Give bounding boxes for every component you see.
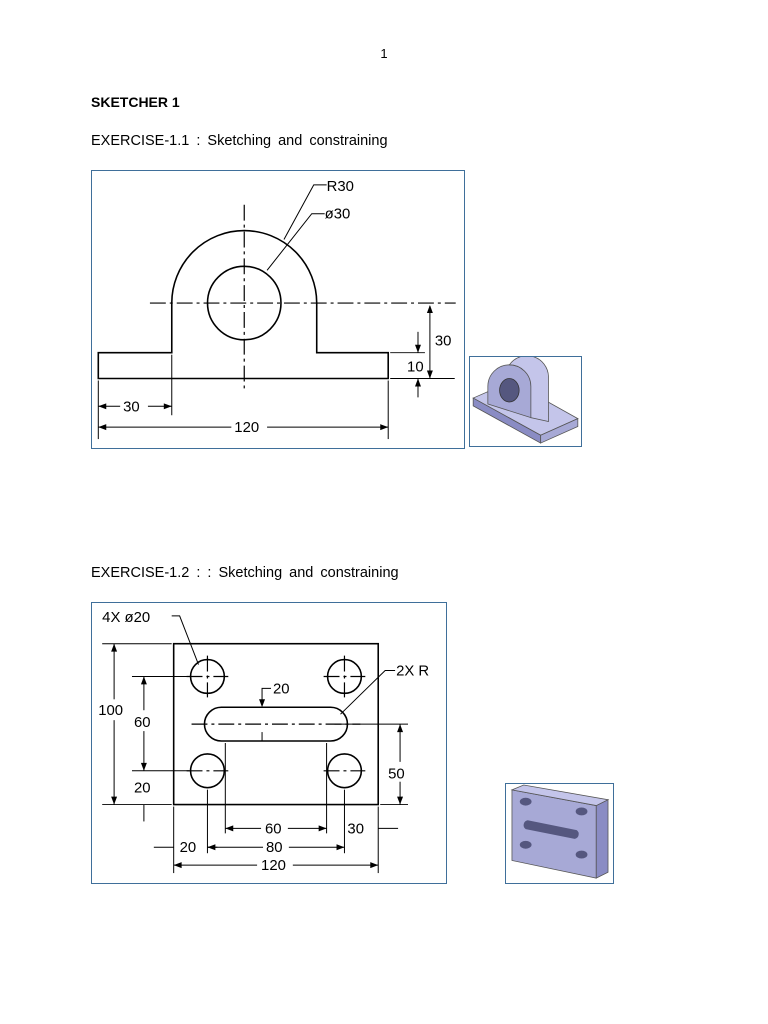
- dim-60-horizontal: 60: [265, 821, 282, 837]
- exercise-1-2-drawing: 4X ø20 2X R 20 100 60 20 50: [91, 602, 447, 884]
- slot-width-label: 20: [273, 681, 290, 697]
- dim-120: 120: [261, 858, 286, 874]
- arrow-icon: [370, 862, 379, 869]
- part-outline: [97, 229, 389, 380]
- exercise-1-2-model-preview: [505, 783, 614, 884]
- holes-leader: [171, 615, 199, 665]
- slot-icon: [523, 820, 579, 839]
- d30-label: ø30: [325, 207, 351, 223]
- arrow-icon: [207, 844, 216, 851]
- dim-20-horizontal: 20: [180, 840, 197, 856]
- dim-60-vertical: 60: [134, 715, 151, 731]
- dim-30-vertical: 30: [435, 334, 452, 350]
- arrow-icon: [111, 796, 118, 805]
- arrow-icon: [318, 825, 327, 832]
- dim-80: 80: [266, 840, 283, 856]
- exercise-1-2-drawing-svg: 4X ø20 2X R 20 100 60 20 50: [98, 610, 429, 874]
- exercise-1-1-drawing-svg: R30 ø30 30 10 30 120: [97, 179, 456, 440]
- plate-3d-model: [510, 784, 610, 879]
- arrow-icon: [415, 378, 421, 387]
- arrow-icon: [397, 724, 404, 733]
- hole-icon: [519, 797, 532, 806]
- arrow-icon: [426, 370, 433, 379]
- dim-100: 100: [98, 703, 123, 719]
- arrow-icon: [397, 796, 404, 805]
- base-side-face: [540, 418, 579, 444]
- slot-radius-leader: [340, 670, 396, 715]
- slot-outline: [203, 706, 349, 742]
- dim-30: 30: [347, 821, 364, 837]
- page-number: 1: [380, 46, 388, 61]
- arrow-icon: [163, 403, 172, 410]
- r30-label: R30: [327, 179, 354, 195]
- plate-top-face: [510, 784, 610, 806]
- arrow-icon: [336, 844, 345, 851]
- arrow-icon: [140, 762, 147, 771]
- arrow-icon: [426, 305, 433, 313]
- arrow-icon: [98, 424, 107, 431]
- boss-side-face: [508, 357, 549, 423]
- arrow-icon: [415, 344, 421, 353]
- dim-10: 10: [407, 360, 424, 376]
- arrow-icon: [380, 424, 389, 431]
- d30-leader: [266, 213, 325, 271]
- dim-20-vertical: 20: [134, 781, 151, 797]
- hole-icon: [519, 840, 532, 849]
- exercise-1-1-drawing: R30 ø30 30 10 30 120: [91, 170, 465, 449]
- chapter-title: SKETCHER 1: [91, 94, 180, 110]
- exercise-1-1-title: EXERCISE-1.1 : Sketching and constrainin…: [91, 133, 388, 149]
- dim-120: 120: [234, 420, 259, 436]
- slot-radius-callout: 2X R: [396, 663, 429, 679]
- slot-width-leader: [261, 687, 271, 704]
- r30-leader: [283, 184, 327, 240]
- bracket-3d-model: [472, 357, 579, 444]
- arrow-icon: [259, 699, 266, 708]
- arrow-icon: [140, 676, 147, 685]
- hole-icon: [575, 850, 588, 859]
- hole-icon: [575, 807, 588, 816]
- exercise-1-1-model-preview: [469, 356, 582, 447]
- arrow-icon: [98, 403, 107, 410]
- plate-side-face: [595, 799, 609, 879]
- arrow-icon: [173, 862, 182, 869]
- arrow-icon: [225, 825, 234, 832]
- hole-circle: [206, 265, 282, 341]
- holes-callout: 4X ø20: [102, 610, 150, 626]
- boss-hole: [499, 378, 520, 403]
- arrow-icon: [111, 643, 118, 652]
- exercise-1-2-title: EXERCISE-1.2 : : Sketching and constrain…: [91, 565, 399, 581]
- dim-50: 50: [388, 767, 405, 783]
- dim-30-horizontal: 30: [123, 399, 140, 415]
